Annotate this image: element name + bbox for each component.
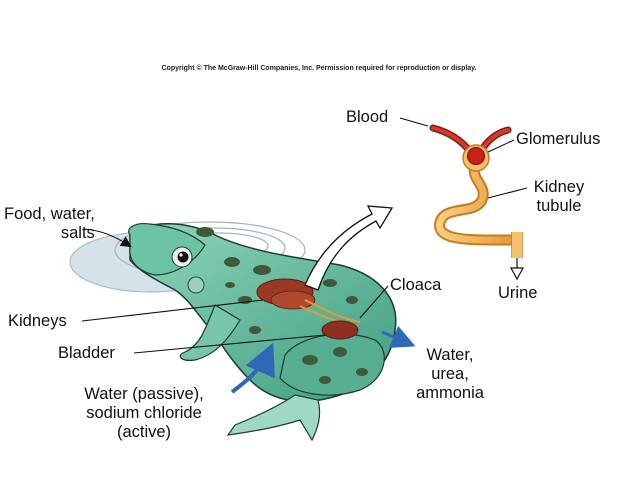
label-line: salts bbox=[60, 224, 95, 242]
label-line: (active) bbox=[116, 423, 172, 441]
water-out-arrow bbox=[381, 325, 416, 348]
label-line: sodium chloride bbox=[86, 404, 202, 422]
label-food-water-salts: Food, water, salts bbox=[4, 205, 95, 243]
label-kidneys: Kidneys bbox=[8, 312, 67, 330]
zoom-arrow bbox=[304, 205, 394, 291]
label-urine: Urine bbox=[498, 284, 538, 302]
water-in-arrow bbox=[230, 342, 275, 394]
label-line: Kidney bbox=[533, 178, 585, 196]
nephron-diagram bbox=[429, 124, 525, 281]
label-cloaca: Cloaca bbox=[390, 276, 442, 294]
label-kidney-tubule: Kidney tubule bbox=[524, 178, 594, 216]
label-glomerulus: Glomerulus bbox=[516, 130, 601, 148]
label-line: tubule bbox=[536, 197, 582, 215]
leader-lines bbox=[81, 117, 528, 354]
label-line: Water (passive), bbox=[84, 385, 204, 403]
internal-organs bbox=[256, 278, 361, 340]
label-blood: Blood bbox=[346, 108, 389, 126]
label-water-urea-ammonia: Water, urea, ammonia bbox=[402, 346, 498, 403]
label-bladder: Bladder bbox=[58, 344, 115, 362]
label-line: urea, bbox=[431, 365, 469, 383]
copyright-notice: Copyright © The McGraw-Hill Companies, I… bbox=[161, 65, 477, 72]
label-water-passive: Water (passive), sodium chloride (active… bbox=[60, 385, 228, 442]
label-line: Food, water, bbox=[4, 205, 95, 223]
frog-body bbox=[128, 223, 397, 442]
label-line: Water, bbox=[426, 346, 474, 364]
label-line: ammonia bbox=[416, 384, 484, 402]
